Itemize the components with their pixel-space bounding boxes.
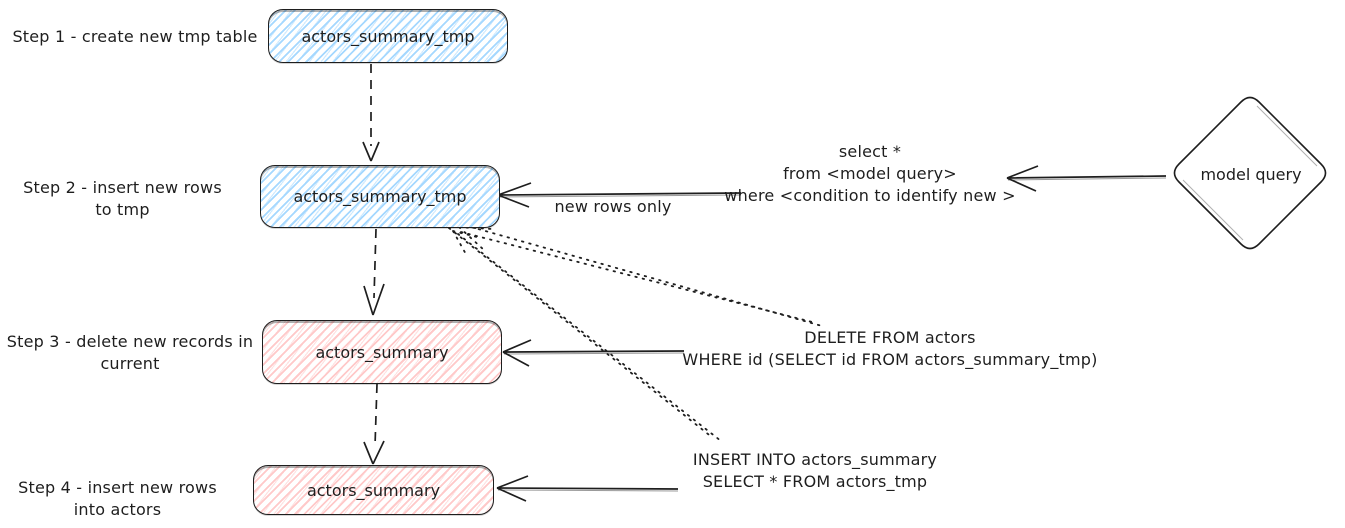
step1-label: Step 1 - create new tmp table — [12, 27, 258, 46]
dashed-arrow-step3-to-step4 — [363, 383, 385, 465]
step3-label: Step 3 - delete new records in current — [6, 332, 254, 373]
step2-label: Step 2 - insert new rows to tmp — [23, 178, 222, 219]
delete-sql-text: DELETE FROM actors WHERE id (SELECT id F… — [682, 328, 1098, 369]
dashed-arrow-step1-to-step2 — [362, 64, 380, 162]
model-select-sql-text: select * from <model query> where <condi… — [724, 142, 1016, 205]
step4-label: Step 4 - insert new rows into actors — [18, 478, 217, 519]
dotted-arrow-insert-sql-to-tmp — [448, 227, 722, 442]
node-label: actors_summary_tmp — [301, 26, 475, 46]
arrow-select-sql-to-tmp-table — [497, 182, 742, 208]
node-label: actors_summary — [315, 342, 449, 362]
node-label: actors_summary — [306, 480, 441, 500]
node-step2-actors-summary-tmp: actors_summary_tmp — [260, 165, 500, 228]
arrow-delete-sql-to-actors-summary — [502, 339, 685, 367]
model-query-diamond-label: model query — [1200, 165, 1302, 184]
model-query-diamond — [1173, 96, 1327, 250]
node-step4-actors-summary: actors_summary — [253, 465, 494, 515]
dotted-arrow-delete-sql-to-tmp — [456, 222, 823, 327]
dashed-arrow-step2-to-step3 — [363, 228, 385, 316]
node-step1-actors-summary-tmp: actors_summary_tmp — [268, 9, 508, 63]
node-step3-actors-summary: actors_summary — [262, 320, 502, 384]
new-rows-only-label: new rows only — [554, 197, 672, 216]
node-label: actors_summary_tmp — [293, 187, 467, 206]
arrow-insert-sql-to-actors-summary — [496, 475, 679, 502]
insert-sql-text: INSERT INTO actors_summary SELECT * FROM… — [692, 450, 938, 491]
arrow-model-query-to-select-sql — [1006, 165, 1167, 192]
